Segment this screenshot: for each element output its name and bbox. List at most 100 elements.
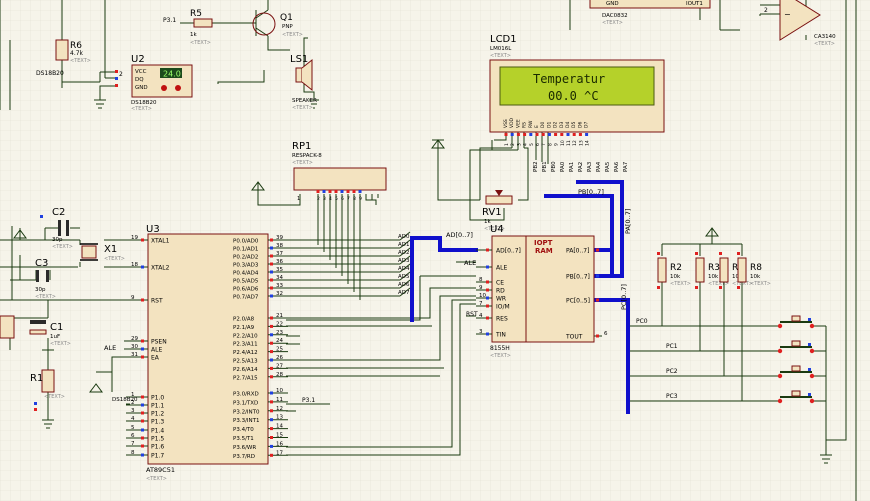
lcd-pin-dot[interactable] [516,133,520,136]
u3-pin-dot[interactable] [270,366,273,370]
u3-pin-dot[interactable] [141,403,144,407]
u3-pin-dot[interactable] [141,265,144,269]
resistor-r6[interactable]: R6 4.7k <TEXT> DS18B20 [36,39,91,77]
push-button[interactable]: PC3 [666,390,815,404]
lcd-pin-dot[interactable] [560,133,564,136]
lcd-pin-dot[interactable] [554,133,558,136]
u4-pin-dot[interactable] [486,296,489,300]
u2-button-down[interactable] [161,85,167,91]
u3-pin-dot[interactable] [141,347,144,351]
u3-pin-dot[interactable] [270,358,273,362]
u3-pin-dot[interactable] [270,400,273,404]
capacitor-c1[interactable]: C1 1uF <TEXT> [0,315,71,347]
u3-pin-dot[interactable] [141,444,144,448]
resistor-r1[interactable]: R1 <TEXT> [30,369,65,411]
potentiometer-rv1[interactable]: RV1 1k <TEXT> [482,190,513,232]
capacitor-c3[interactable]: C3 30p <TEXT> [35,258,56,300]
rp1-pin-dot[interactable] [358,190,362,193]
lcd-pin-dot[interactable] [510,133,514,136]
lcd-pin-dot[interactable] [547,133,551,136]
crystal-x1[interactable]: X1 <TEXT> [80,243,125,262]
lcd-pin-dot[interactable] [504,133,508,136]
u3-pin-dot[interactable] [270,418,273,422]
io-ram-u4[interactable]: U4 IOPT RAM AD[0..7]ALECE8RD9WR10IO/M7RE… [476,224,608,359]
rp1-pin-dot[interactable] [346,190,350,193]
u3-pin-dot[interactable] [270,270,273,274]
dac-partial[interactable]: GND IOUT1 DAC0832 <TEXT> [589,0,711,26]
u3-pin-dot[interactable] [270,278,273,282]
u3-pin-dot[interactable] [270,246,273,250]
rp1-pin-dot[interactable] [322,190,326,193]
transistor-q1[interactable]: Q1 PNP <TEXT> [252,12,303,38]
lcd-pin-dot[interactable] [572,133,576,136]
lcd-pin-dot[interactable] [578,133,582,136]
lcd-pin-dot[interactable] [541,133,545,136]
u3-pin-dot[interactable] [141,355,144,359]
u3-pin-dot[interactable] [270,341,273,345]
push-button[interactable]: PC2 [666,365,815,379]
u4-pin-dot[interactable] [486,265,489,269]
u3-pin-dot[interactable] [270,375,273,379]
u3-pin-dot[interactable] [270,238,273,242]
u4-pin-dot[interactable] [486,316,489,320]
u3-pin-dot[interactable] [270,436,273,439]
lcd-display[interactable]: LCD1 LM016L <TEXT> Temperatur 00.0 ^C VS… [489,34,665,146]
u4-pin-dot[interactable] [486,288,489,292]
u4-pin-dot[interactable] [596,298,599,302]
speaker-ls1[interactable]: LS1 SPEAKER <TEXT> [290,54,317,111]
lcd-pin-dot[interactable] [566,133,570,136]
u3-pin-dot[interactable] [270,453,273,457]
u3-pin-dot[interactable] [141,428,144,432]
u4-pin-dot[interactable] [596,334,599,338]
lcd-pin-dot[interactable] [535,133,539,136]
u3-pin-dot[interactable] [270,427,273,431]
u4-pin-dot[interactable] [486,304,489,308]
lcd-pin-dot[interactable] [529,133,533,136]
push-button[interactable]: PC0 [636,315,815,329]
u3-pin-dot[interactable] [270,444,273,448]
u4-pin-dot[interactable] [486,332,489,336]
u4-pin-dot[interactable] [486,280,489,284]
u3-pin-dot[interactable] [141,419,144,423]
button-net-label: PC2 [666,368,678,375]
u2-button-up[interactable] [175,85,181,91]
u3-pin-dot[interactable] [141,411,144,415]
u3-pin-dot[interactable] [270,333,273,337]
u3-pin-dot[interactable] [270,262,273,266]
resistor-r5[interactable]: R5 1k <TEXT> P3.1 [163,9,213,46]
u3-pin-dot[interactable] [270,324,273,328]
u3-pin-dot[interactable] [141,339,144,343]
lcd-pin-dot[interactable] [523,133,527,136]
rp1-pin-dot[interactable] [334,190,338,193]
u4-pin-dot[interactable] [596,248,599,252]
u3-pin-dot[interactable] [141,395,144,399]
u3-pin-dot[interactable] [270,350,273,354]
u3-pin-dot[interactable] [141,238,144,242]
u3-pin-dot[interactable] [141,436,144,440]
u3-pin-dot[interactable] [270,294,273,298]
rp1-pin-dot[interactable] [328,190,332,193]
u3-pin-dot[interactable] [270,254,273,258]
capacitor-c2[interactable]: C2 30p <TEXT> [40,207,73,250]
u4-pin-dot[interactable] [596,274,599,278]
u3-pin-dot[interactable] [270,409,273,413]
u4-pin-dot[interactable] [486,248,489,252]
push-button[interactable]: PC1 [666,340,815,354]
microcontroller-u3[interactable]: U3 XTAL119XTAL218RST9PSEN29ALE30EA31P1.0… [126,224,288,482]
rp1-pin-dot[interactable] [340,190,344,193]
lcd-pin-dot[interactable] [585,133,589,136]
opamp-partial[interactable]: − 2 CA3140 <TEXT> [764,0,836,47]
u3-pin-dot[interactable] [141,453,144,457]
sensor-u2[interactable]: U2 VCC DQ GND 24.0 DS18B20 <TEXT> 2 [115,54,193,112]
u3-pin-dot[interactable] [270,316,273,320]
u3-pin-dot[interactable] [270,286,273,290]
u3-pin-dot[interactable] [141,298,144,302]
u3-pin-dot[interactable] [270,391,273,395]
rp1-pin-dot[interactable] [352,190,356,193]
rp1-pin-dot[interactable] [316,190,320,193]
